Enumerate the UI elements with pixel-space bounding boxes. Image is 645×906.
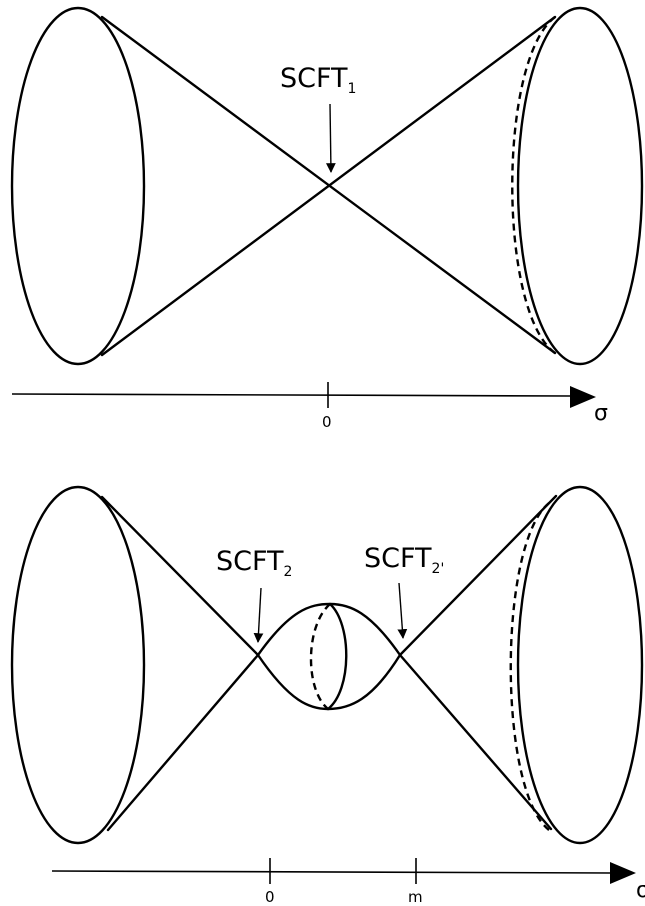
bottom-right-ellipse (516, 485, 644, 845)
bottom-lens-front-arc (326, 602, 348, 711)
top-pointer-arrow (325, 103, 336, 173)
bottom-scft-right-subscript: 2' (432, 561, 445, 577)
bottom-left-pointer-arrow (253, 587, 264, 643)
top-scft-subscript: 1 (348, 81, 357, 97)
bottom-axis-tick-label-m: m (408, 888, 423, 906)
bottom-diagram: SCFT2 SCFT2' 0 m σ (10, 485, 645, 906)
bottom-lens-bottom (256, 653, 402, 711)
bottom-cone-left-upper (100, 495, 260, 657)
top-axis-arrowhead (570, 386, 596, 408)
bottom-axis-tick-label-0: 0 (265, 888, 275, 906)
bottom-axis-label: σ (636, 878, 645, 903)
bottom-left-ellipse (10, 485, 146, 845)
top-cone-line-2 (100, 15, 557, 357)
bottom-sigma-axis (51, 870, 613, 874)
bottom-right-dashed-arc (509, 502, 550, 831)
bottom-cone-right-lower (398, 653, 553, 831)
top-sigma-axis (11, 393, 573, 397)
bottom-scft-left-subscript: 2 (284, 564, 293, 580)
bottom-cone-right-upper (398, 494, 558, 657)
bottom-lens-top (256, 602, 402, 657)
top-axis-tick-label-0: 0 (322, 413, 332, 431)
bottom-scft-left-label: SCFT2 (216, 546, 292, 580)
bottom-scft-right-label: SCFT2' (364, 543, 444, 577)
top-left-ellipse (10, 6, 146, 366)
top-diagram: SCFT1 0 σ (10, 6, 644, 431)
bottom-lens-back-arc (309, 603, 331, 710)
bottom-axis-arrowhead (610, 862, 636, 884)
top-scft-label: SCFT1 (280, 63, 356, 97)
top-right-ellipse (516, 6, 644, 366)
top-axis-label: σ (594, 401, 608, 426)
bottom-right-pointer-arrow (397, 582, 408, 639)
bottom-cone-left-lower (106, 653, 260, 832)
